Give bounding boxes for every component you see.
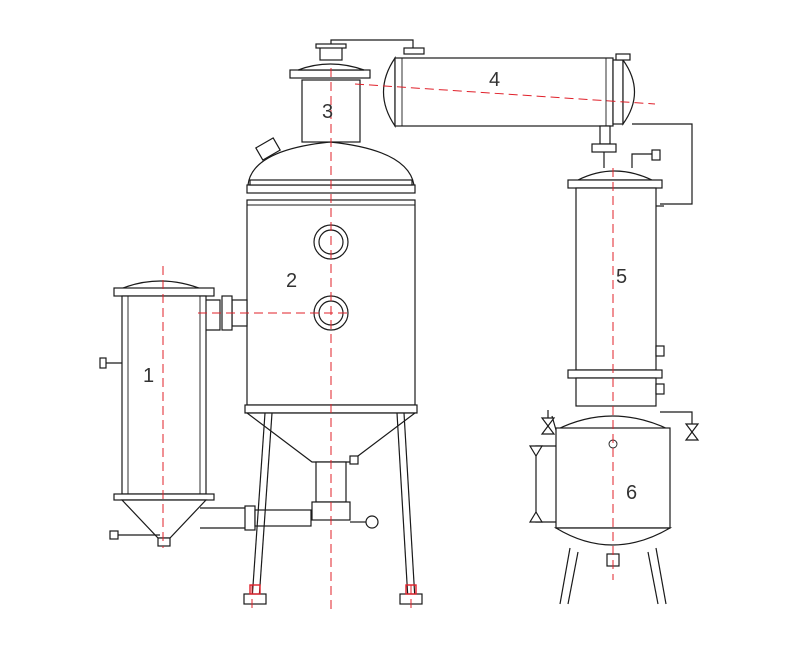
label-4: 4 bbox=[489, 69, 500, 91]
vessel-2-feet bbox=[243, 584, 423, 605]
centerlines bbox=[162, 68, 656, 612]
vessel-5-cooler bbox=[567, 149, 665, 407]
vessel-4-condenser bbox=[383, 53, 693, 205]
equipment-labels: 1 2 3 4 5 6 bbox=[143, 69, 637, 504]
vessel-6-receiver bbox=[528, 410, 700, 605]
label-3: 3 bbox=[322, 101, 333, 123]
label-6: 6 bbox=[626, 482, 637, 504]
label-2: 2 bbox=[286, 270, 297, 292]
label-1: 1 bbox=[143, 365, 154, 387]
label-5: 5 bbox=[616, 266, 627, 288]
vessel-2-evaporator bbox=[200, 137, 418, 601]
vessel-1-heater bbox=[99, 280, 221, 547]
